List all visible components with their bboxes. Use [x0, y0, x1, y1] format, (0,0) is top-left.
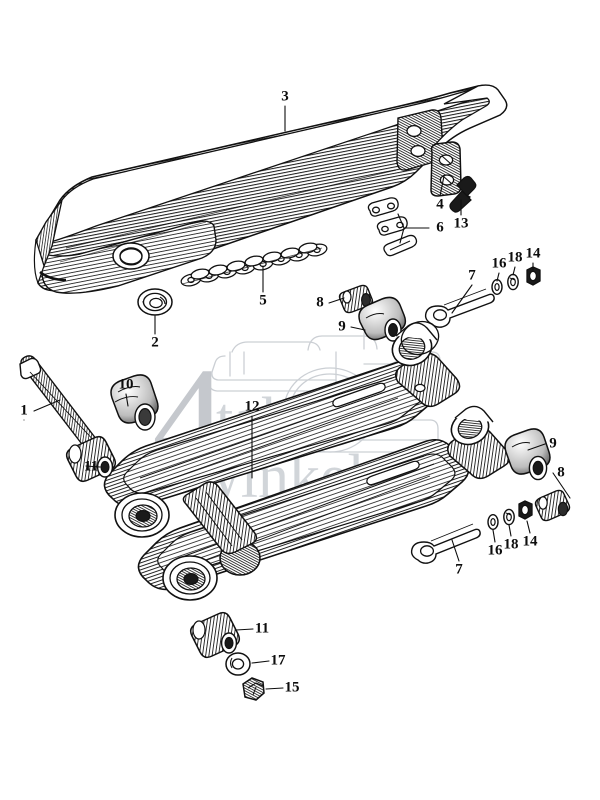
swingarm-front-eye-lower [162, 555, 218, 601]
callout-14b: 14 [523, 533, 539, 549]
callout-4: 4 [436, 196, 444, 212]
callout-9: 9 [338, 318, 346, 334]
part-spring-washer-lower [503, 508, 515, 526]
callout-9b: 9 [549, 435, 557, 451]
callout-numbers: 1 2 3 4 5 6 7 8 9 10 11 12 13 14 16 18 9… [20, 88, 565, 695]
callout-13: 13 [454, 215, 469, 231]
callout-10: 10 [119, 376, 134, 392]
swingarm-pivot-tube-lower [450, 405, 494, 446]
part-plain-washer-rear [225, 652, 251, 676]
callout-5: 5 [259, 292, 267, 308]
callout-3: 3 [281, 88, 289, 104]
callout-1: 1 [20, 402, 28, 418]
part-hex-nut-lower [518, 500, 533, 520]
callout-16b: 16 [488, 542, 504, 558]
callout-14: 14 [526, 245, 542, 261]
callout-18: 18 [508, 249, 523, 265]
callout-8b: 8 [557, 464, 565, 480]
part-master-link-set [367, 197, 418, 257]
part-plain-washer-lower [487, 514, 499, 531]
part-plain-washer-upper [491, 279, 503, 296]
callout-11: 11 [84, 458, 98, 474]
part-swingarm-bushing [110, 374, 159, 431]
part-swingarm [103, 320, 511, 601]
callout-16: 16 [492, 255, 508, 271]
part-collar-lower-rear [189, 611, 241, 659]
callout-15: 15 [285, 679, 300, 695]
part-bushing-lower [504, 428, 551, 481]
hardware-set-lower [487, 500, 533, 531]
part-chain-case [33, 84, 508, 294]
swingarm-front-eye-upper [114, 492, 170, 538]
part-mounting-plate [430, 141, 462, 197]
callout-7b: 7 [455, 561, 463, 577]
callout-8: 8 [316, 294, 324, 310]
callout-11b: 11 [255, 620, 269, 636]
part-collar-lower [534, 489, 571, 522]
part-torque-rod-lower [410, 523, 481, 564]
leader-lines [23, 105, 571, 690]
callout-18b: 18 [504, 536, 519, 552]
callout-2: 2 [151, 334, 159, 350]
callout-17: 17 [271, 652, 287, 668]
callout-12: 12 [245, 398, 260, 414]
callout-7: 7 [468, 267, 476, 283]
callout-6: 6 [436, 219, 444, 235]
part-grommet [137, 288, 173, 316]
part-castle-nut [242, 677, 265, 701]
part-drive-chain [180, 242, 328, 287]
part-collar-left-front [65, 435, 117, 483]
swingarm-pivot-tube-upper [391, 320, 440, 367]
part-spring-washer-upper [507, 273, 519, 291]
part-torque-rod-upper [424, 288, 495, 328]
